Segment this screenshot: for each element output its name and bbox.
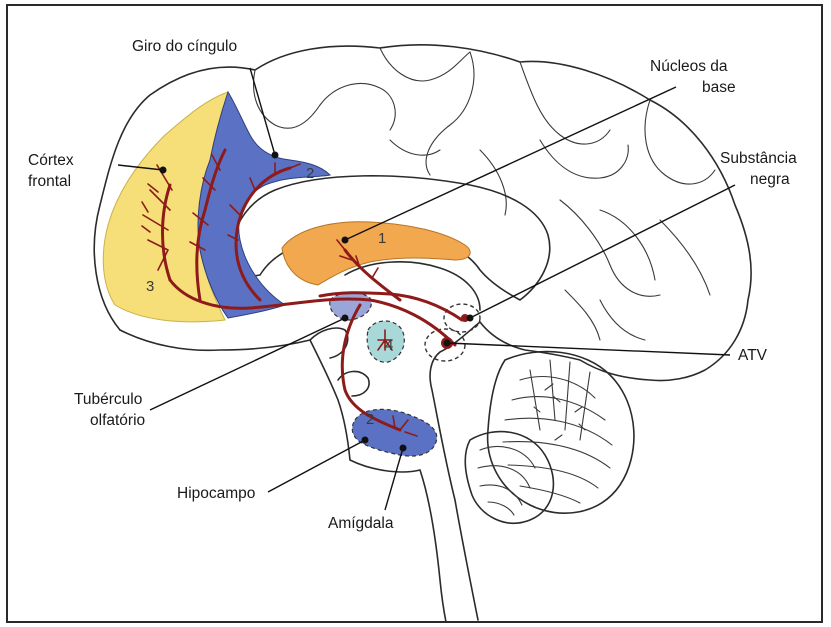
label-amygdala: Amígdala	[328, 515, 394, 532]
label-substantia-line1: Substância	[720, 150, 797, 167]
label-atv: ATV	[738, 347, 768, 364]
label-olfactory-line2: olfatório	[90, 412, 145, 429]
amygdala-region	[352, 409, 437, 456]
brainstem-front	[120, 330, 446, 622]
number-frontal: 3	[146, 278, 154, 295]
olfactory-region	[330, 292, 372, 320]
label-substantia-line2: negra	[750, 171, 790, 188]
label-hippocampus: Hipocampo	[177, 485, 255, 502]
label-basal-line1: Núcleos da	[650, 58, 728, 75]
label-basal-line2: base	[702, 79, 736, 96]
label-olfactory-line1: Tubérculo	[74, 391, 142, 408]
number-amygdala: 2	[366, 411, 374, 428]
number-cingulate: 2	[306, 165, 314, 182]
cingulate-region	[198, 92, 330, 318]
number-basal: 1	[378, 230, 386, 247]
label-frontal-line2: frontal	[28, 173, 71, 190]
number-hypothalamus: 4	[385, 337, 393, 354]
basal-region	[282, 222, 470, 285]
label-frontal-line1: Córtex	[28, 152, 74, 169]
label-cingulate: Giro do cíngulo	[132, 38, 237, 55]
